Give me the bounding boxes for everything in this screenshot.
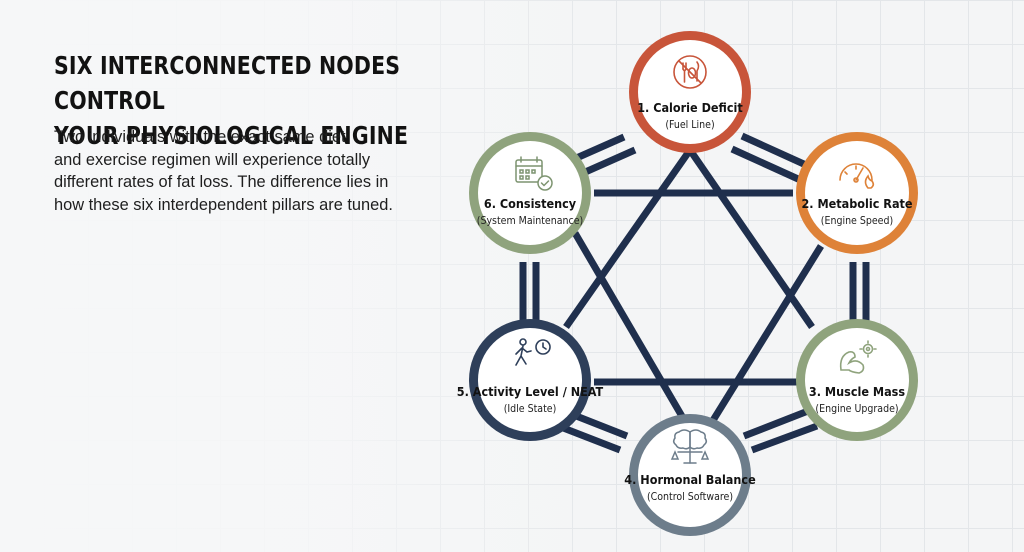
node-title: 5. Activity Level / NEAT: [457, 384, 604, 399]
muscle-gear-icon: [839, 340, 877, 374]
node-subtitle: (Control Software): [647, 491, 733, 503]
intro-line-1: Two individuals with the exact same diet: [54, 128, 346, 146]
headline-line-2: YOUR PHYSIOLOGICAL ENGINE: [54, 121, 409, 150]
brain-scale-icon: [670, 429, 710, 464]
walking-clock-icon: [515, 338, 551, 366]
speedometer-flame-icon: [839, 163, 875, 189]
calendar-check-icon: [515, 156, 553, 191]
headline-line-1: SIX INTERCONNECTED NODES CONTROL: [54, 51, 401, 115]
node-calorie-deficit: 1. Calorie Deficit (Fuel Line): [629, 31, 751, 153]
node-hormonal-balance: 4. Hormonal Balance (Control Software): [624, 414, 756, 536]
intro-line-4: how these six interdependent pillars are…: [54, 195, 393, 214]
node-title: 4. Hormonal Balance: [624, 472, 756, 487]
headline: SIX INTERCONNECTED NODES CONTROL YOUR PH…: [54, 48, 431, 153]
node-subtitle: (Engine Speed): [821, 215, 893, 227]
node-consistency: 6. Consistency (System Maintenance): [469, 132, 591, 254]
node-metabolic-rate: 2. Metabolic Rate (Engine Speed): [796, 132, 918, 254]
node-subtitle: (Idle State): [504, 403, 557, 415]
intro-line-3: different rates of fat loss. The differe…: [54, 173, 389, 191]
node-activity-level: 5. Activity Level / NEAT (Idle State): [457, 319, 604, 441]
node-subtitle: (Engine Upgrade): [815, 403, 898, 415]
node-title: 6. Consistency: [484, 196, 577, 211]
no-food-icon: [673, 55, 707, 89]
intro-text: Two individuals with the exact same diet…: [54, 126, 424, 216]
node-muscle-mass: 3. Muscle Mass (Engine Upgrade): [796, 319, 918, 441]
node-subtitle: (System Maintenance): [477, 215, 583, 227]
triangle-1-3-5: [563, 147, 815, 386]
node-title: 2. Metabolic Rate: [801, 196, 912, 211]
node-title: 1. Calorie Deficit: [637, 100, 743, 115]
node-subtitle: (Fuel Line): [665, 119, 714, 131]
node-title: 3. Muscle Mass: [809, 384, 905, 399]
triangle-6-2-4: [571, 189, 824, 424]
intro-line-2: and exercise regimen will experience tot…: [54, 150, 371, 169]
